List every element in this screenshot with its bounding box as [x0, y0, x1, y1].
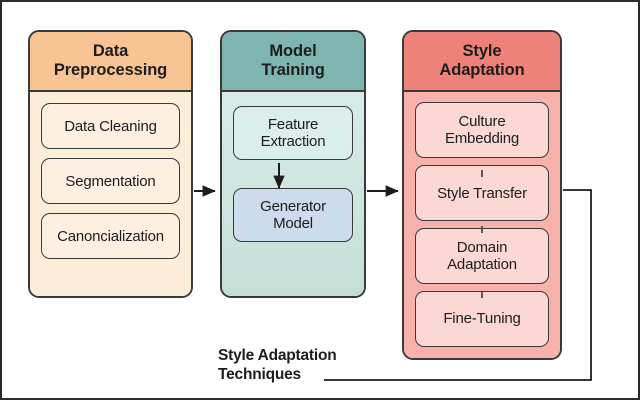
- card-label-line1: Domain: [456, 239, 508, 256]
- column-header-data-preprocessing: Data Preprocessing: [30, 32, 191, 93]
- card-label: Fine-Tuning: [443, 310, 521, 328]
- card-fine-tuning[interactable]: Fine-Tuning: [415, 291, 549, 347]
- column-header-line2: Adaptation: [439, 61, 525, 80]
- column-header-model-training: Model Training: [222, 32, 364, 93]
- card-label: Culture Embedding: [445, 113, 519, 147]
- column-header-line1: Style: [462, 42, 502, 60]
- card-canoncialization[interactable]: Canoncialization: [41, 213, 180, 260]
- card-culture-embedding[interactable]: Culture Embedding: [415, 102, 549, 159]
- column-header-line2: Training: [261, 61, 325, 80]
- card-label: Canoncialization: [57, 227, 164, 245]
- column-header-line2: Preprocessing: [53, 61, 168, 80]
- card-generator-model[interactable]: Generator Model: [233, 188, 353, 243]
- column-data-preprocessing[interactable]: Data Preprocessing Data Cleaning Segment…: [28, 30, 193, 298]
- card-label-line1: Culture: [458, 113, 506, 131]
- card-domain-adaptation[interactable]: Domain Adaptation: [415, 228, 549, 285]
- column-body-model-training: Feature Extraction Generator Model: [222, 92, 364, 296]
- column-header-style-adaptation: Style Adaptation: [404, 32, 560, 93]
- card-label-line1: Generator: [260, 198, 326, 216]
- caption-line1: Style Adaptation: [218, 347, 337, 364]
- column-body-data-preprocessing: Data Cleaning Segmentation Canoncializat…: [30, 92, 191, 296]
- card-segmentation[interactable]: Segmentation: [41, 158, 180, 205]
- column-model-training[interactable]: Model Training Feature Extraction Genera…: [220, 30, 366, 298]
- card-label: Feature Extraction: [261, 116, 326, 150]
- column-body-style-adaptation: Culture Embedding Style Transfer Domain …: [404, 92, 560, 358]
- card-label: Data Cleaning: [64, 117, 157, 135]
- column-header-line1: Data: [92, 42, 129, 60]
- card-label: Style Transfer: [437, 184, 527, 202]
- card-label: Generator Model: [260, 198, 326, 232]
- card-data-cleaning[interactable]: Data Cleaning: [41, 103, 180, 150]
- card-feature-extraction[interactable]: Feature Extraction: [233, 106, 353, 161]
- caption-line2: Techniques: [218, 365, 301, 383]
- card-label-line2: Embedding: [444, 130, 520, 148]
- card-label-line2: Adaptation: [447, 256, 517, 274]
- card-label: Domain Adaptation: [447, 239, 517, 273]
- card-label-line2: Model: [273, 215, 313, 233]
- card-label: Segmentation: [65, 172, 156, 190]
- card-style-transfer[interactable]: Style Transfer: [415, 165, 549, 222]
- caption-style-adaptation-techniques: Style Adaptation Techniques: [218, 347, 418, 385]
- card-label-line2: Extraction: [260, 133, 326, 151]
- card-label-line1: Feature: [267, 116, 319, 134]
- column-header-line1: Model: [269, 42, 317, 60]
- column-style-adaptation[interactable]: Style Adaptation Culture Embedding Style…: [402, 30, 562, 360]
